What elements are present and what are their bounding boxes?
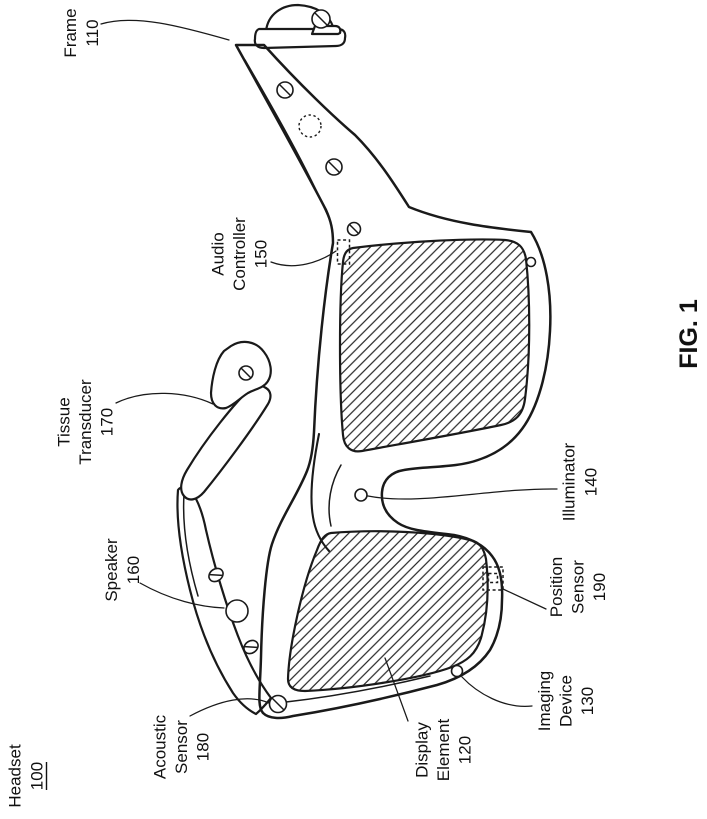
- position-sensor-box: [482, 566, 504, 591]
- label-illuminator: Illuminator 140: [560, 442, 601, 521]
- leader-acoustic-sensor: [189, 698, 270, 717]
- leader-illuminator: [367, 488, 558, 500]
- leader-tissue-transducer: [115, 392, 214, 405]
- screw-temple-lower: [325, 158, 343, 176]
- leader-lines: [100, 19, 558, 722]
- label-frame-name: Frame: [61, 8, 80, 57]
- bridge-details: [285, 432, 431, 703]
- bridge-inner-right-line: [328, 464, 342, 527]
- screw-temple-upper: [276, 81, 294, 99]
- left-temple-arm-edge-line: [182, 493, 199, 597]
- screw-ear-tip: [311, 9, 331, 29]
- label-illuminator-ref: 140: [582, 468, 601, 496]
- screw-ear-piece: [238, 365, 254, 381]
- bottom-rim-inner-line: [285, 675, 431, 703]
- left-temple-arm: [176, 486, 273, 716]
- reference-labels: Headset 100 Frame 110 Audio Controller 1…: [6, 8, 704, 807]
- dotted-circle-temple: [298, 114, 322, 138]
- label-position-sensor-l2: Sensor: [569, 560, 588, 614]
- speaker-opening: [225, 599, 249, 623]
- label-imaging-device-l1: Imaging: [535, 671, 554, 731]
- label-tissue-transducer-l1: Tissue: [55, 397, 74, 446]
- label-imaging-device: Imaging Device 130: [535, 671, 597, 731]
- illuminator-dot: [354, 488, 368, 502]
- label-headset-name: Headset: [6, 744, 25, 808]
- label-position-sensor-l1: Position: [547, 557, 566, 617]
- label-acoustic-sensor: Acoustic Sensor 180: [151, 714, 213, 779]
- label-position-sensor: Position Sensor 190: [547, 557, 609, 617]
- fasteners: [208, 9, 537, 714]
- label-display-element: Display Element 120: [413, 719, 475, 782]
- audio-controller-box: [336, 239, 351, 265]
- left-temple-tip-strip: [180, 383, 272, 501]
- leader-audio-controller: [270, 250, 337, 267]
- label-frame-ref: 110: [83, 19, 102, 46]
- label-tissue-transducer-l2: Transducer: [76, 379, 95, 465]
- label-acoustic-sensor-ref: 180: [194, 733, 213, 761]
- label-imaging-device-l2: Device: [557, 675, 576, 727]
- screw-frame-corner: [268, 694, 288, 714]
- label-tissue-transducer-ref: 170: [98, 408, 117, 436]
- right-temple-edge-line: [244, 59, 332, 224]
- label-audio-controller-ref: 150: [252, 240, 271, 268]
- label-audio-controller-l2: Controller: [230, 217, 249, 291]
- frame-silhouette: [234, 43, 552, 720]
- label-speaker-ref: 160: [124, 556, 143, 584]
- label-speaker: Speaker 160: [102, 538, 143, 602]
- label-display-element-ref: 120: [456, 736, 475, 764]
- leader-frame: [100, 19, 230, 41]
- left-lens: [286, 530, 489, 693]
- leader-speaker: [139, 582, 225, 609]
- figure-caption-text: FIG. 1: [675, 299, 703, 369]
- leader-display-element: [384, 657, 409, 722]
- label-headset-ref: 100: [28, 762, 47, 790]
- rim-hole: [525, 256, 537, 268]
- right-lens: [338, 238, 531, 453]
- label-acoustic-sensor-l1: Acoustic: [151, 714, 170, 779]
- screw-left-temple-upper: [208, 567, 224, 583]
- figure-caption: FIG. 1: [675, 299, 703, 369]
- label-illuminator-name: Illuminator: [560, 442, 579, 521]
- leader-imaging-device: [461, 676, 533, 707]
- label-audio-controller: Audio Controller 150: [209, 217, 271, 291]
- imaging-device-dot: [450, 664, 464, 678]
- label-acoustic-sensor-l2: Sensor: [172, 720, 191, 774]
- screw-hinge: [346, 221, 362, 237]
- label-frame: Frame 110: [61, 8, 102, 57]
- label-headset: Headset 100: [6, 744, 48, 808]
- label-imaging-device-ref: 130: [578, 687, 597, 715]
- left-temple: [176, 340, 273, 716]
- screw-left-temple-lower: [243, 639, 259, 655]
- label-display-element-l1: Display: [413, 722, 432, 778]
- label-position-sensor-ref: 190: [590, 573, 609, 601]
- label-display-element-l2: Element: [434, 719, 453, 782]
- bridge-inner-left-line: [310, 432, 331, 553]
- right-temple-ear-tip: [253, 3, 347, 50]
- leader-position-sensor: [502, 588, 547, 610]
- label-audio-controller-l1: Audio: [209, 232, 228, 275]
- label-speaker-name: Speaker: [102, 538, 121, 602]
- label-tissue-transducer: Tissue Transducer 170: [55, 379, 117, 465]
